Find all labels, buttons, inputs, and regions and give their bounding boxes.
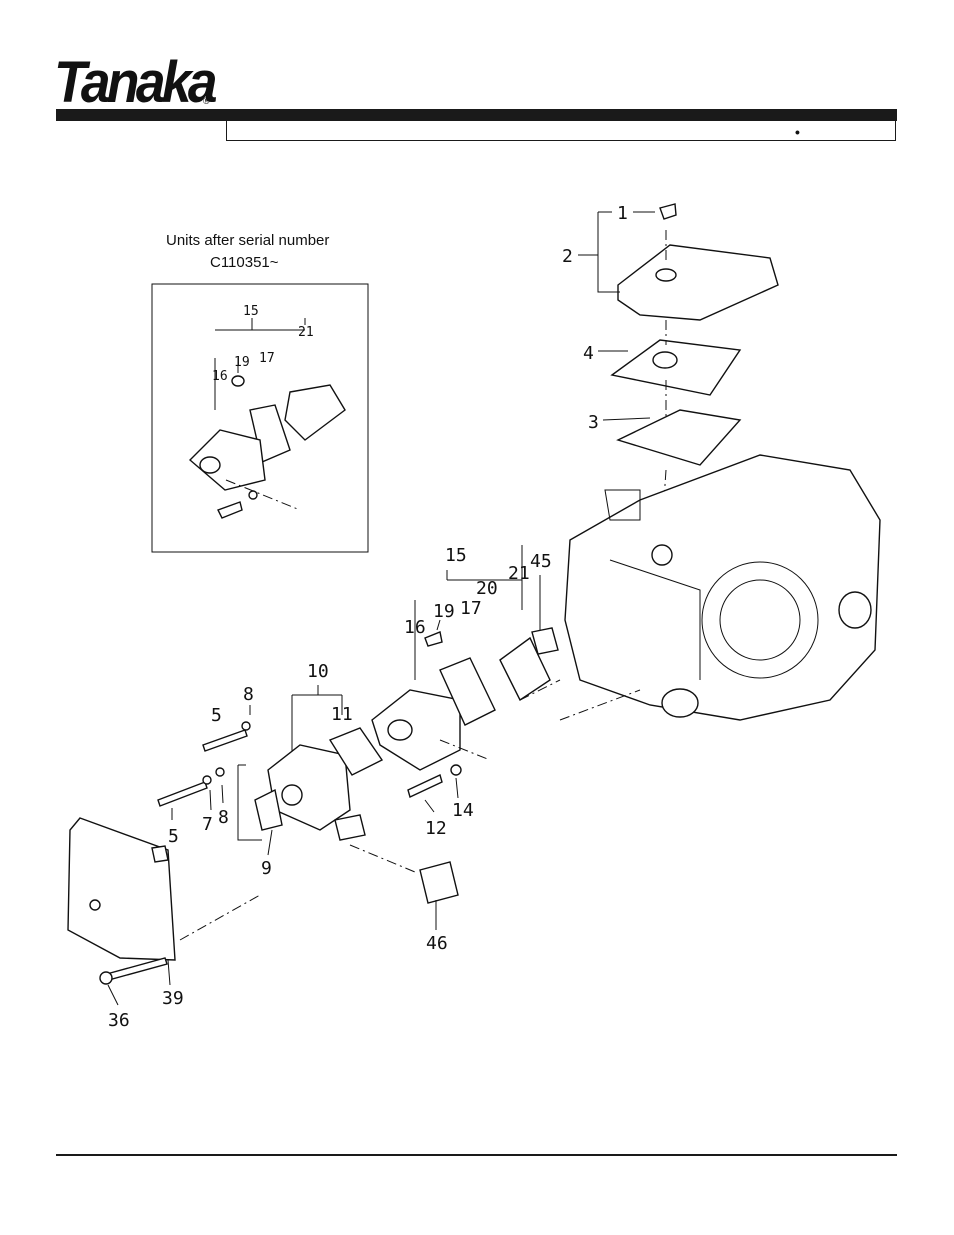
callout-19: 19 bbox=[433, 601, 455, 622]
inset-callout-21: 21 bbox=[298, 325, 314, 340]
callout-46: 46 bbox=[426, 933, 448, 954]
callout-45: 45 bbox=[530, 551, 552, 572]
callout-15: 15 bbox=[445, 545, 467, 566]
fuel-filter bbox=[419, 861, 459, 904]
header-bar bbox=[56, 109, 897, 121]
serial-note-line1: Units after serial number bbox=[166, 232, 330, 249]
callout-21: 21 bbox=[508, 563, 530, 584]
inset-frame bbox=[151, 283, 369, 553]
carburetor bbox=[254, 727, 384, 841]
intake-insulator bbox=[371, 627, 559, 771]
inset-callout-16: 16 bbox=[212, 369, 228, 384]
side-cover bbox=[67, 817, 176, 985]
callout-20: 20 bbox=[476, 578, 498, 599]
inset-callout-15: 15 bbox=[243, 304, 259, 319]
callout-4: 4 bbox=[583, 343, 594, 364]
callout-10: 10 bbox=[307, 661, 329, 682]
callout-7: 7 bbox=[202, 814, 213, 835]
registered-mark: ® bbox=[203, 96, 210, 106]
tanaka-logo: Tanaka bbox=[54, 50, 218, 115]
callout-16: 16 bbox=[404, 617, 426, 638]
callout-5-bottom: 5 bbox=[168, 826, 179, 847]
callout-17: 17 bbox=[460, 598, 482, 619]
inset-callout-19: 19 bbox=[234, 355, 250, 370]
callout-3: 3 bbox=[588, 412, 599, 433]
header-title-box bbox=[226, 121, 896, 141]
callout-5-top: 5 bbox=[211, 705, 222, 726]
air-filter-plate bbox=[610, 339, 742, 396]
inset-callout-17: 17 bbox=[259, 351, 275, 366]
callout-39: 39 bbox=[162, 988, 184, 1009]
air-cleaner-cover bbox=[597, 203, 779, 321]
footer-rule bbox=[56, 1154, 897, 1156]
callout-2: 2 bbox=[562, 246, 573, 267]
air-filter-element bbox=[616, 409, 742, 466]
callout-36: 36 bbox=[108, 1010, 130, 1031]
callout-12: 12 bbox=[425, 818, 447, 839]
callout-9: 9 bbox=[261, 858, 272, 879]
header-bullet: • bbox=[795, 124, 800, 140]
callout-1: 1 bbox=[617, 203, 628, 224]
crankcase-body bbox=[564, 454, 881, 721]
callout-8-top: 8 bbox=[243, 684, 254, 705]
callout-8-bottom: 8 bbox=[218, 807, 229, 828]
serial-note-line2: C110351~ bbox=[210, 254, 279, 271]
callout-11: 11 bbox=[331, 704, 353, 725]
callout-14: 14 bbox=[452, 800, 474, 821]
screws-and-washers bbox=[157, 721, 462, 807]
serial-note: Units after serial number C110351~ bbox=[166, 230, 329, 274]
inset-drawing bbox=[188, 318, 346, 519]
